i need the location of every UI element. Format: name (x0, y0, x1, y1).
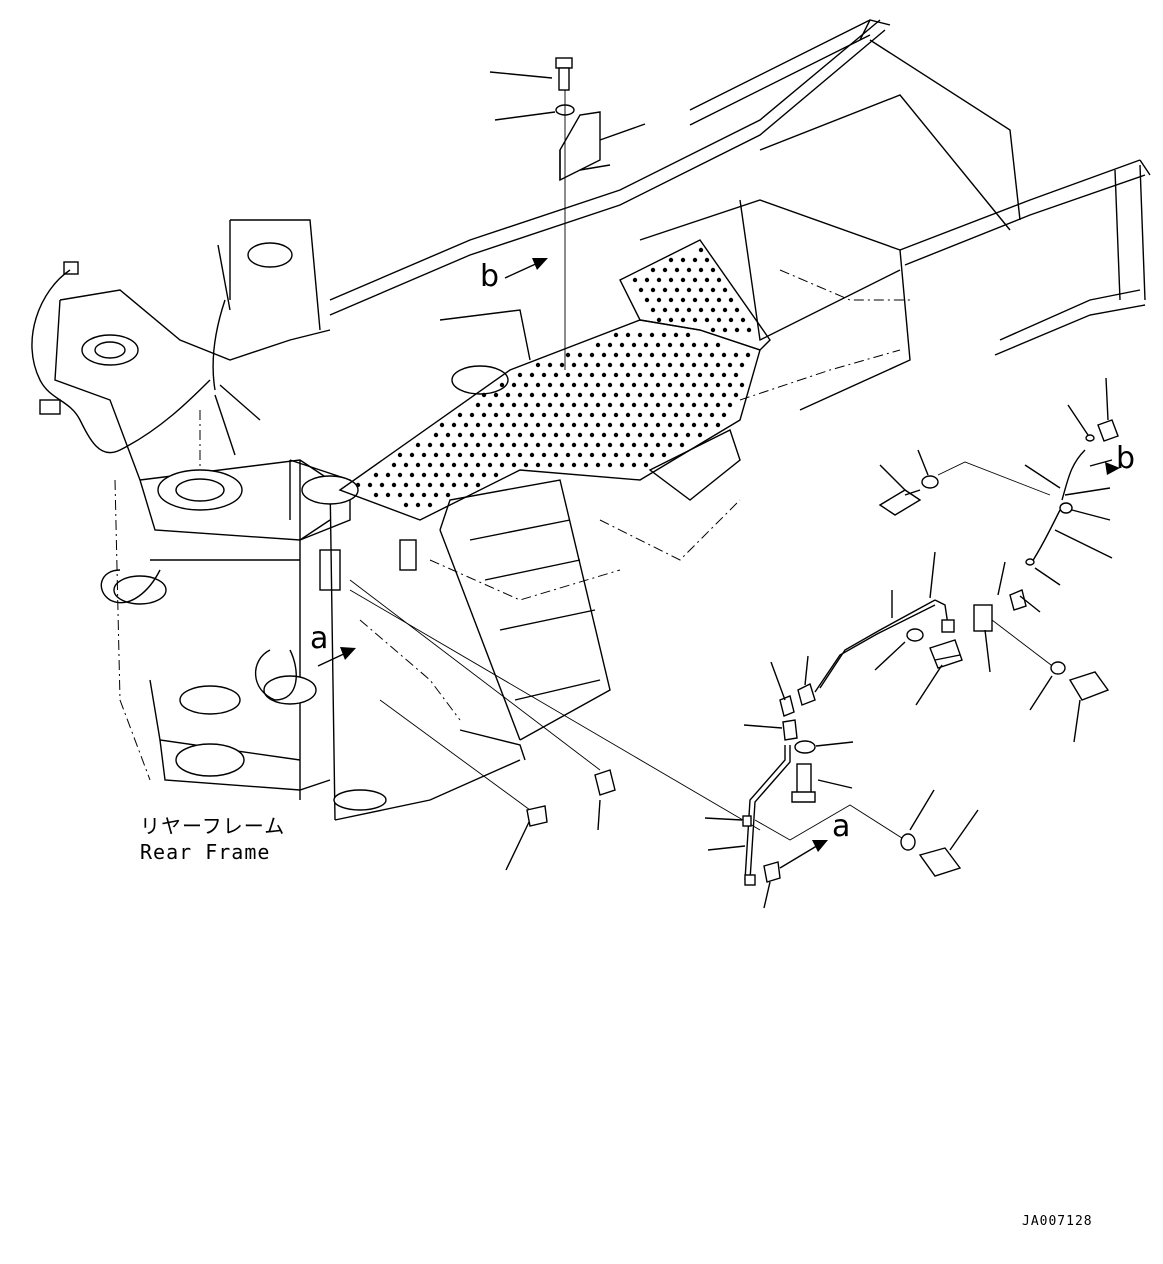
top-bracket-group (489, 57, 646, 370)
wire-harness (31, 261, 297, 701)
frame-fittings (526, 769, 616, 827)
detail-pipe-assembly (704, 551, 1110, 909)
hidden-lines (359, 269, 910, 721)
callout-b-detail: b (1116, 441, 1136, 476)
rear-frame-label-jp: リヤーフレーム (140, 814, 286, 838)
callout-a-frame: a (310, 621, 329, 656)
callout-b-frame: b (480, 259, 500, 294)
rear-frame-body (54, 219, 531, 821)
frame-leader-lines (214, 244, 761, 871)
ladder (439, 479, 611, 761)
main-frame-rails (329, 19, 1151, 411)
drawing-code: JA007128 (1022, 1214, 1093, 1229)
detail-b-assembly (878, 377, 1120, 586)
frame-arrows (317, 258, 548, 667)
platform-holes (355, 247, 752, 508)
perforated-platform (338, 239, 771, 521)
rear-frame-label-en: Rear Frame (140, 840, 271, 864)
callout-a-detail: a (832, 809, 851, 844)
